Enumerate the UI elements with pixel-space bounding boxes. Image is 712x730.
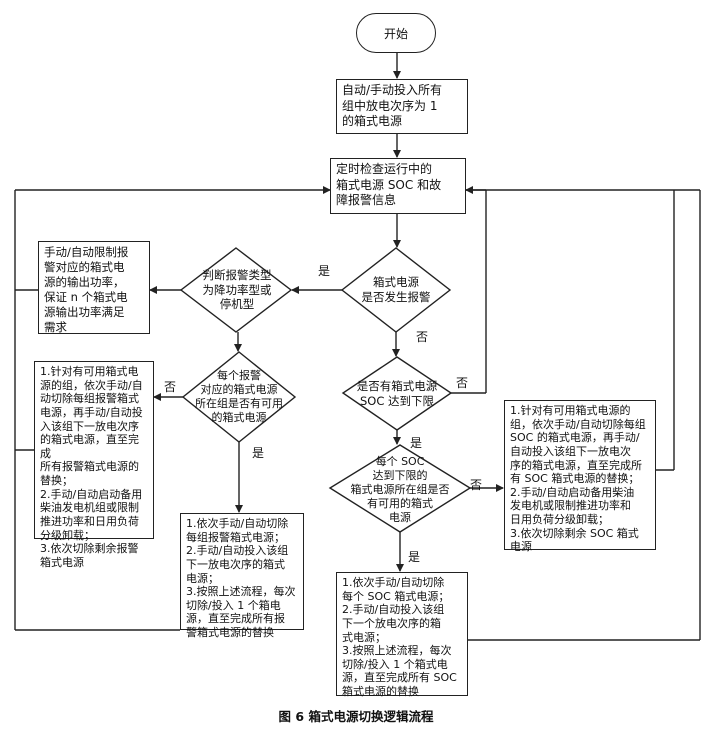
left-no-action-box: 1.针对有可用箱式电 源的组，依次手动/自 动切除每组报警箱式 电源，再手动/自…	[34, 361, 154, 569]
decision-type-shape	[179, 247, 293, 333]
center-yes-action-box: 1.依次手动/自动切除 每个 SOC 箱式电源； 2.手动/自动投入该组 下一个…	[336, 572, 468, 698]
label-soc-group-no: 否	[470, 478, 483, 492]
decision-alarm-text: 箱式电源 是否发生报警	[361, 275, 431, 304]
decision-group-alarm-text: 每个报警 对应的箱式电源 所在组是否有可用 的箱式电源	[195, 368, 283, 425]
figure-caption: 图 6 箱式电源切换逻辑流程	[278, 709, 434, 724]
start-node: 开始	[356, 13, 436, 53]
power-limit-box: 手动/自动限制报 警对应的箱式电 源的输出功率， 保证 n 个箱式电 源输出功率…	[38, 241, 150, 334]
step-check-box: 定时检查运行中的 箱式电源 SOC 和故 障报警信息	[330, 158, 466, 214]
label-soc-yes: 是	[410, 436, 423, 450]
label-alarm-yes: 是	[318, 264, 331, 278]
label-group-no: 否	[164, 380, 177, 394]
step-activate-box: 自动/手动投入所有 组中放电次序为 1 的箱式电源	[336, 79, 468, 134]
right-no-action-box: 1.针对有可用箱式电源的 组，依次手动/自动切除每组 SOC 的箱式电源，再手动…	[504, 400, 656, 553]
label-soc-group-yes: 是	[408, 550, 421, 564]
decision-type-text: 判断报警类型 为降功率型或 停机型	[202, 267, 272, 312]
decision-soc-group-text: 每个 SOC 达到下限的 箱式电源所在组是否 有可用的箱式 电源	[350, 454, 450, 525]
left-yes-action-box: 1.依次手动/自动切除 每组报警箱式电源； 2.手动/自动投入该组 下一放电次序…	[180, 513, 304, 639]
decision-soc-text: 是否有箱式电源 SOC 达到下限	[356, 379, 438, 408]
label-alarm-no: 否	[416, 330, 429, 344]
label-soc-no: 否	[456, 376, 469, 390]
label-group-yes: 是	[252, 446, 265, 460]
